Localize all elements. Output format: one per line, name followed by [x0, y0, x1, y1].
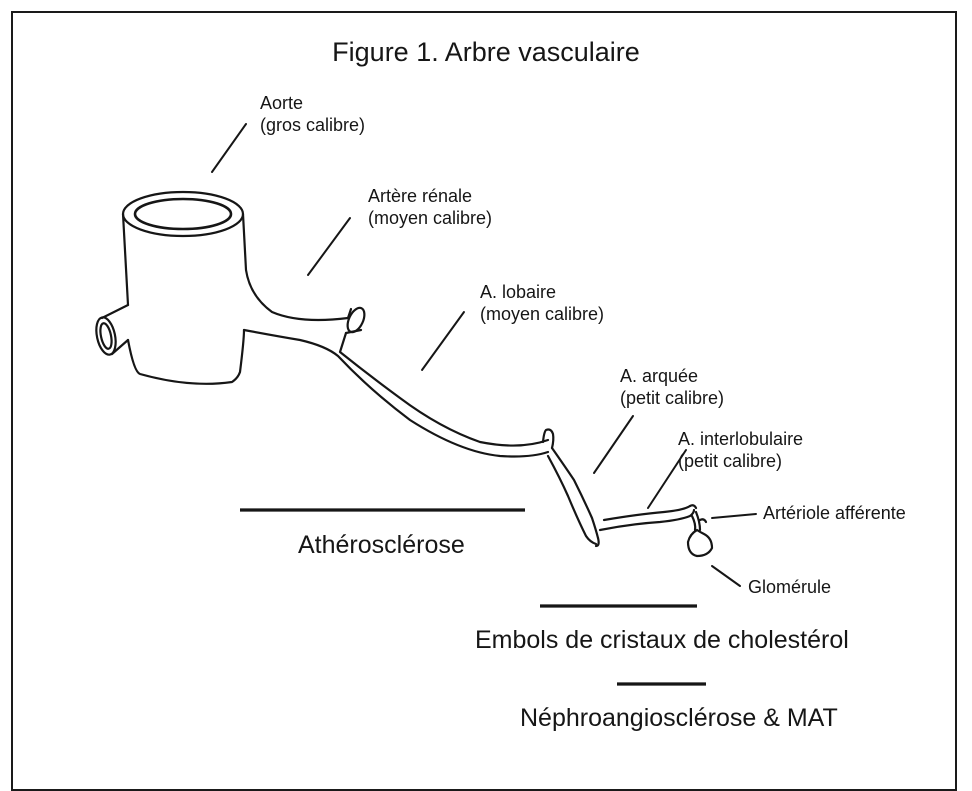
leader-arquee [594, 416, 633, 473]
label-arquee-line2: (petit calibre) [620, 388, 724, 410]
label-interlobulaire-line2: (petit calibre) [678, 451, 803, 473]
leader-glomerule [712, 566, 740, 586]
label-aorte: Aorte (gros calibre) [260, 93, 365, 136]
leader-aorte [212, 124, 246, 172]
label-arquee: A. arquée (petit calibre) [620, 366, 724, 409]
label-glomerule: Glomérule [748, 577, 831, 599]
label-aorte-line2: (gros calibre) [260, 115, 365, 137]
label-lobaire-line1: A. lobaire [480, 282, 604, 304]
label-lobaire-line2: (moyen calibre) [480, 304, 604, 326]
leader-renale [308, 218, 350, 275]
aorta-side-branch [93, 305, 128, 356]
zone-embols: Embols de cristaux de cholestérol [475, 625, 849, 655]
label-aorte-line1: Aorte [260, 93, 365, 115]
leader-lobaire [422, 312, 464, 370]
aorta-shape [123, 192, 348, 384]
zone-nephro: Néphroangiosclérose & MAT [520, 703, 838, 733]
label-arteriole: Artériole afférente [763, 503, 906, 525]
label-arquee-line1: A. arquée [620, 366, 724, 388]
label-interlobulaire: A. interlobulaire (petit calibre) [678, 429, 803, 472]
label-lobaire: A. lobaire (moyen calibre) [480, 282, 604, 325]
zone-atherosclerose: Athérosclérose [298, 530, 465, 560]
branching-artery [244, 330, 700, 546]
label-renale-line1: Artère rénale [368, 186, 492, 208]
label-artere-renale: Artère rénale (moyen calibre) [368, 186, 492, 229]
renal-artery-stub [344, 305, 368, 334]
label-renale-line2: (moyen calibre) [368, 208, 492, 230]
figure-title: Figure 1. Arbre vasculaire [0, 36, 972, 68]
leader-arteriole [712, 514, 756, 518]
label-interlobulaire-line1: A. interlobulaire [678, 429, 803, 451]
